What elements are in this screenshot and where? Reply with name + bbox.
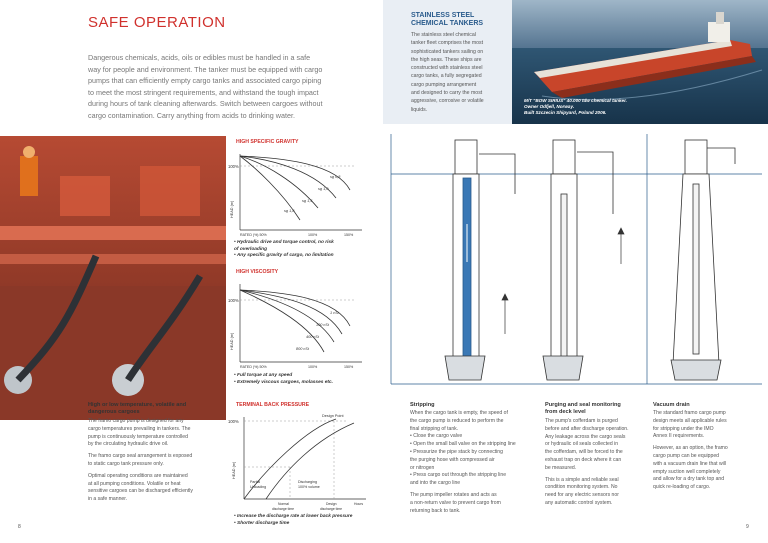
chart2-curve-label-2: 400 cSt: [306, 335, 320, 339]
chart2-curve-label-1: 100 cSt: [316, 323, 330, 327]
chart2-xlabel-0: RATED (%) 50%: [240, 365, 267, 369]
chart2-curve-label-3: 800 cSt: [296, 347, 310, 351]
pump-3: [670, 139, 736, 381]
chart1-xlabel-0: RATED (%) 50%: [240, 233, 267, 237]
chart3-region-left-1: Unloading: [250, 485, 266, 489]
chart2: 100% HEAD (m) RATED (%) 50% 100% 150% 1 …: [228, 284, 362, 369]
chart2-heading: HIGH VISCOSITY: [236, 269, 279, 275]
chart2-ylabel: HEAD (m): [230, 332, 234, 350]
chart3-xlabel-3: discharge time: [320, 507, 342, 511]
col1-text: The framo cargo pump is designed for any…: [88, 418, 193, 503]
chart3-heading: TERMINAL BACK PRESSURE: [236, 402, 310, 408]
chart1-curve-label-0: sg 0,8: [330, 175, 341, 179]
chart2-xlabel-2: 150%: [344, 365, 354, 369]
col2-title: Stripping: [410, 402, 435, 408]
pump-2: [542, 139, 614, 381]
chart1: 100% HEAD (m) RATED (%) 50% 100% 150% sg…: [228, 154, 362, 237]
pump-1: [444, 139, 516, 381]
chart1-bullets: • Hydraulic drive and torque control, no…: [234, 240, 334, 258]
chart2-bullets: • Full torque at any speed• Extremely vi…: [234, 373, 334, 385]
chart3-xlabel-0: Normal: [278, 502, 289, 506]
chart3-region-right-0: Discharging: [298, 480, 317, 484]
chart1-curve-label-3: sg 1,8: [284, 209, 295, 213]
page-title: SAFE OPERATION: [88, 14, 226, 31]
chart1-xlabel-2: 150%: [344, 233, 354, 237]
chart3-region-right-1: 100% volume: [298, 485, 320, 489]
chart3-ylabel: HEAD (m): [232, 461, 236, 479]
chart3-xlabel-1: discharge time: [272, 507, 294, 511]
pump-diagrams: [390, 134, 762, 385]
chart3: 100% HEAD (m) Design Point Partial Unloa…: [228, 414, 366, 511]
photo-caption: M/T "BOW SIRIUS" 40.000 tdw chemical tan…: [524, 98, 627, 115]
chart2-ytick: 100%: [228, 298, 239, 303]
tanker-photo: [512, 0, 768, 124]
chart1-xlabel-1: 100%: [308, 233, 318, 237]
chart3-xlabel-4: Hours: [354, 502, 363, 506]
flow-arrows: [501, 227, 625, 334]
chart3-ytick: 100%: [228, 419, 239, 424]
chart1-curve-label-1: sg 1,0: [318, 187, 329, 191]
chart2-curve-label-0: 1 cSt: [330, 311, 340, 315]
chart1-curve-label-2: sg 1,5: [302, 199, 313, 203]
chart3-design-point: Design Point: [322, 414, 344, 418]
chart3-bullets: • Increase the discharge rate at lower b…: [234, 514, 353, 526]
col4-title: Vacuum drain: [653, 402, 690, 408]
chart2-xlabel-1: 100%: [308, 365, 318, 369]
page-number-left: 8: [18, 524, 21, 530]
chart1-ylabel: HEAD (m): [230, 200, 234, 218]
chart3-region-left-0: Partial: [250, 480, 260, 484]
chart1-heading: HIGH SPECIFIC GRAVITY: [236, 139, 299, 145]
page-number-right: 9: [746, 524, 749, 530]
chart1-ytick: 100%: [228, 164, 239, 169]
col2-text: When the cargo tank is empty, the speed …: [410, 410, 516, 514]
deck-photo: [0, 136, 226, 420]
intro-paragraph: Dangerous chemicals, acids, oils or edib…: [88, 53, 323, 120]
chart3-xlabel-2: Design: [326, 502, 337, 506]
